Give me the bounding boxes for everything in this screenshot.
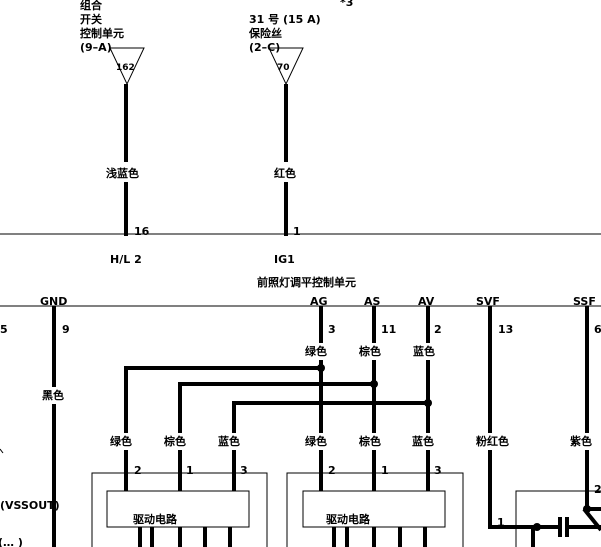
pin-svf: 13 <box>498 323 513 336</box>
wire-color-ssf: 紫色 <box>570 434 592 448</box>
pin-av: 2 <box>434 323 442 336</box>
partial-diagonal <box>582 507 601 532</box>
pin-hl: 16 <box>134 225 150 238</box>
wire-color-av: 蓝色 <box>413 344 435 358</box>
right-act-color-2: 棕色 <box>358 434 381 448</box>
pin-ag: 3 <box>328 323 336 336</box>
left-bottom-partial: (… ) <box>0 536 23 547</box>
signal-hl: H/L 2 <box>110 253 142 266</box>
connector-arrow-mid <box>268 47 304 86</box>
terminal-ssf: SSF <box>573 295 596 308</box>
wire-color-ig: 红色 <box>274 166 296 180</box>
pin-ssf: 6 <box>594 323 601 336</box>
wire-svf-b <box>488 450 540 529</box>
connector-arrow-left <box>109 47 145 86</box>
right-act-color-1: 绿色 <box>305 434 327 448</box>
left-actuator-box <box>91 472 268 547</box>
right-drive-label: 驱动电路 <box>326 512 371 526</box>
junction-av <box>424 399 432 407</box>
left-act-color-1: 绿色 <box>110 434 132 448</box>
top-left-label-4: (9–A) <box>80 41 112 54</box>
left-drive-label: 驱动电路 <box>133 512 178 526</box>
pin-svf-bottom: 1 <box>497 516 505 529</box>
junction-as <box>370 380 378 388</box>
top-mid-label-3: (2–C) <box>249 41 280 54</box>
left-partial-label: (VSSOUT) <box>0 499 60 512</box>
terminal-gnd: GND <box>40 295 67 308</box>
connector-pin-mid: 70 <box>277 63 290 73</box>
right-act-pin-1: 2 <box>328 464 336 477</box>
top-mid-label-2: 保险丝 <box>248 26 282 40</box>
note-star: *3 <box>340 0 353 9</box>
signal-ig: IG1 <box>274 253 295 266</box>
wire-color-ag: 绿色 <box>305 344 327 358</box>
wire-av-branch <box>232 401 428 433</box>
terminal-av: AV <box>418 295 435 308</box>
right-partial-box <box>515 490 601 547</box>
top-left-label-3: 控制单元 <box>80 26 124 40</box>
right-act-color-3: 蓝色 <box>412 434 434 448</box>
wire-color-as: 棕色 <box>358 344 381 358</box>
left-act-pin-2: 1 <box>186 464 194 477</box>
wire-ag-branch <box>124 366 321 433</box>
pin-left-edge: 5 <box>0 323 8 336</box>
right-drive-circuit <box>302 490 446 528</box>
left-act-color-2: 棕色 <box>163 434 186 448</box>
right-act-pin-2: 1 <box>381 464 389 477</box>
top-mid-label-1: 31 号 (15 A) <box>249 13 321 26</box>
wire-color-hl: 浅蓝色 <box>106 166 139 180</box>
wire-as-branch <box>178 382 374 433</box>
top-left-label-2: 开关 <box>80 12 102 26</box>
right-actuator-box <box>286 472 464 547</box>
wire-color-svf: 粉红色 <box>476 434 509 448</box>
left-act-pin-1: 2 <box>134 464 142 477</box>
pin-ssf-bottom: 2 <box>594 483 601 496</box>
wire-color-gnd: 黑色 <box>42 388 64 402</box>
terminal-ag: AG <box>310 295 328 308</box>
top-left-label-1: 组合 <box>80 0 103 12</box>
terminal-svf: SVF <box>476 295 500 308</box>
junction-ag <box>317 364 325 372</box>
left-act-color-3: 蓝色 <box>218 434 240 448</box>
right-act-pin-3: 3 <box>434 464 442 477</box>
unit-title: 前照灯调平控制单元 <box>257 275 356 289</box>
left-edge-mark <box>0 448 4 454</box>
left-act-pin-3: 3 <box>240 464 248 477</box>
pin-gnd: 9 <box>62 323 70 336</box>
pin-ig: 1 <box>293 225 301 238</box>
terminal-as: AS <box>364 295 381 308</box>
pin-as: 11 <box>381 323 396 336</box>
left-drive-circuit <box>106 490 250 528</box>
connector-pin-left: 162 <box>116 63 135 73</box>
